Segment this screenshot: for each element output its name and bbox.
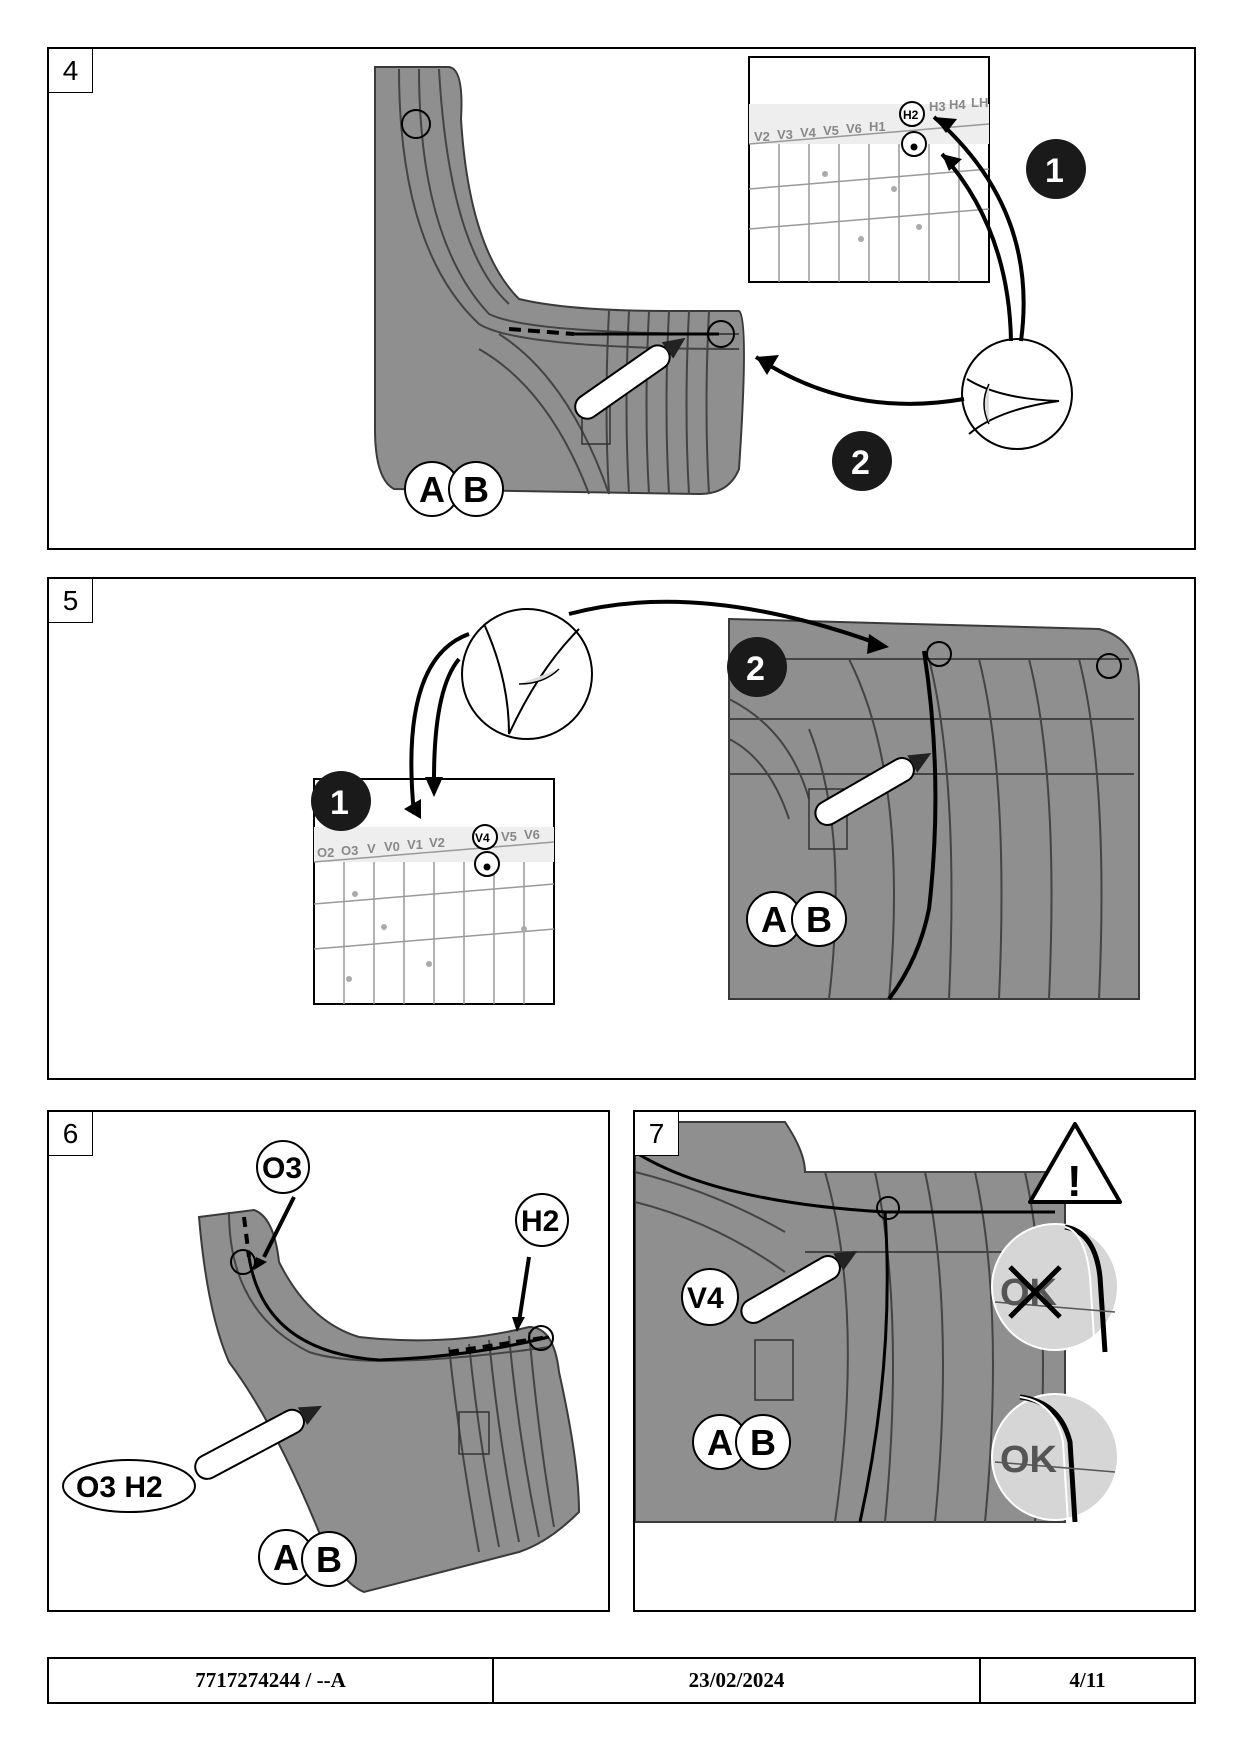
mark-circle-right: [707, 320, 735, 348]
svg-text:V5: V5: [501, 829, 517, 844]
page-number: 4/11: [1069, 1668, 1106, 1692]
arrows: [409, 599, 880, 815]
side-b-label: B: [463, 469, 489, 510]
marker-pen: [740, 1251, 858, 1324]
step-5-panel: 5: [47, 577, 1196, 1080]
zoom-col-v3: V3: [777, 127, 793, 142]
zoom-col-v2: V2: [754, 129, 770, 144]
step-4-illustration: V2 V3 V4 V5 V6 H1 H2 H3 H4 LH: [374, 56, 1086, 517]
mark-circle-top: [401, 109, 431, 139]
svg-text:2: 2: [746, 650, 765, 688]
zoom-col-lh: LH: [971, 95, 988, 110]
label-v4: V4: [687, 1282, 724, 1315]
zoom-col-h2: H2: [903, 108, 919, 122]
callout-1: [311, 771, 371, 831]
step-number: 6: [49, 1112, 93, 1156]
doc-reference: 7717274244 / --A: [49, 1659, 494, 1702]
svg-text:V: V: [367, 841, 376, 856]
svg-text:A: A: [273, 1537, 299, 1578]
marker-pen: [194, 1405, 322, 1480]
svg-text:B: B: [316, 1539, 342, 1580]
ok-detail: OK: [991, 1393, 1119, 1523]
marker-pen: [574, 337, 686, 420]
svg-text:A: A: [761, 899, 787, 940]
doc-date: 23/02/2024: [494, 1659, 981, 1702]
svg-text:O3: O3: [341, 843, 358, 858]
step-6-panel: 6 O3 H2 O3 H2 A B: [47, 1110, 610, 1612]
callout-1: [1026, 139, 1086, 199]
wrong-detail: OK: [991, 1223, 1119, 1353]
mudflap: [197, 1208, 581, 1594]
svg-text:B: B: [806, 899, 832, 940]
svg-text:V0: V0: [384, 839, 400, 854]
svg-text:O2: O2: [317, 845, 334, 860]
svg-text:A: A: [707, 1422, 733, 1463]
zoom-col-v4: V4: [800, 125, 817, 140]
zoom-col-h3: H3: [929, 99, 946, 114]
svg-text:2: 2: [851, 444, 870, 482]
step-number: 4: [49, 49, 93, 93]
side-a-label: A: [419, 469, 445, 510]
step-6-illustration: O3 H2 O3 H2 A B: [62, 1140, 581, 1594]
footer-table: 7717274244 / --A 23/02/2024 4/11: [47, 1657, 1196, 1704]
svg-text:V4: V4: [475, 831, 490, 845]
zoom-col-v6: V6: [846, 121, 862, 136]
zoom-col-h1: H1: [869, 119, 886, 134]
svg-text:B: B: [750, 1422, 776, 1463]
zoom-inset: V2 V3 V4 V5 V6 H1 H2 H3 H4 LH: [748, 56, 990, 283]
svg-text:V1: V1: [407, 837, 423, 852]
warning-icon: !: [1028, 1122, 1122, 1206]
svg-text:1: 1: [330, 784, 349, 822]
callout-2: [727, 637, 787, 697]
svg-text:OK: OK: [1000, 1439, 1058, 1481]
marker-pen: [814, 753, 932, 826]
svg-text:V2: V2: [429, 835, 445, 850]
mudflap: [374, 66, 745, 496]
svg-text:!: !: [1067, 1157, 1082, 1206]
eye-icon: [461, 608, 593, 740]
arrows: [754, 115, 1026, 406]
zoom-col-h4: H4: [949, 97, 966, 112]
label-h2: H2: [521, 1205, 559, 1238]
label-o3: O3: [262, 1152, 302, 1185]
step-4-panel: 4: [47, 47, 1196, 550]
step-7-panel: 7 ! OK: [633, 1110, 1196, 1612]
step-number: 5: [49, 579, 93, 623]
eye-icon: [961, 338, 1073, 450]
step-5-illustration: O2 O3 V V0 V1 V2 V4 V5 V6: [311, 599, 1140, 1005]
zoom-col-v5: V5: [823, 123, 839, 138]
callout-2: [832, 431, 892, 491]
step-number: 7: [635, 1112, 679, 1156]
step-7-illustration: ! OK OK V4 A B: [635, 1121, 1122, 1523]
svg-text:1: 1: [1045, 152, 1064, 190]
svg-text:V6: V6: [524, 827, 540, 842]
label-o3-h2: O3 H2: [76, 1471, 163, 1504]
